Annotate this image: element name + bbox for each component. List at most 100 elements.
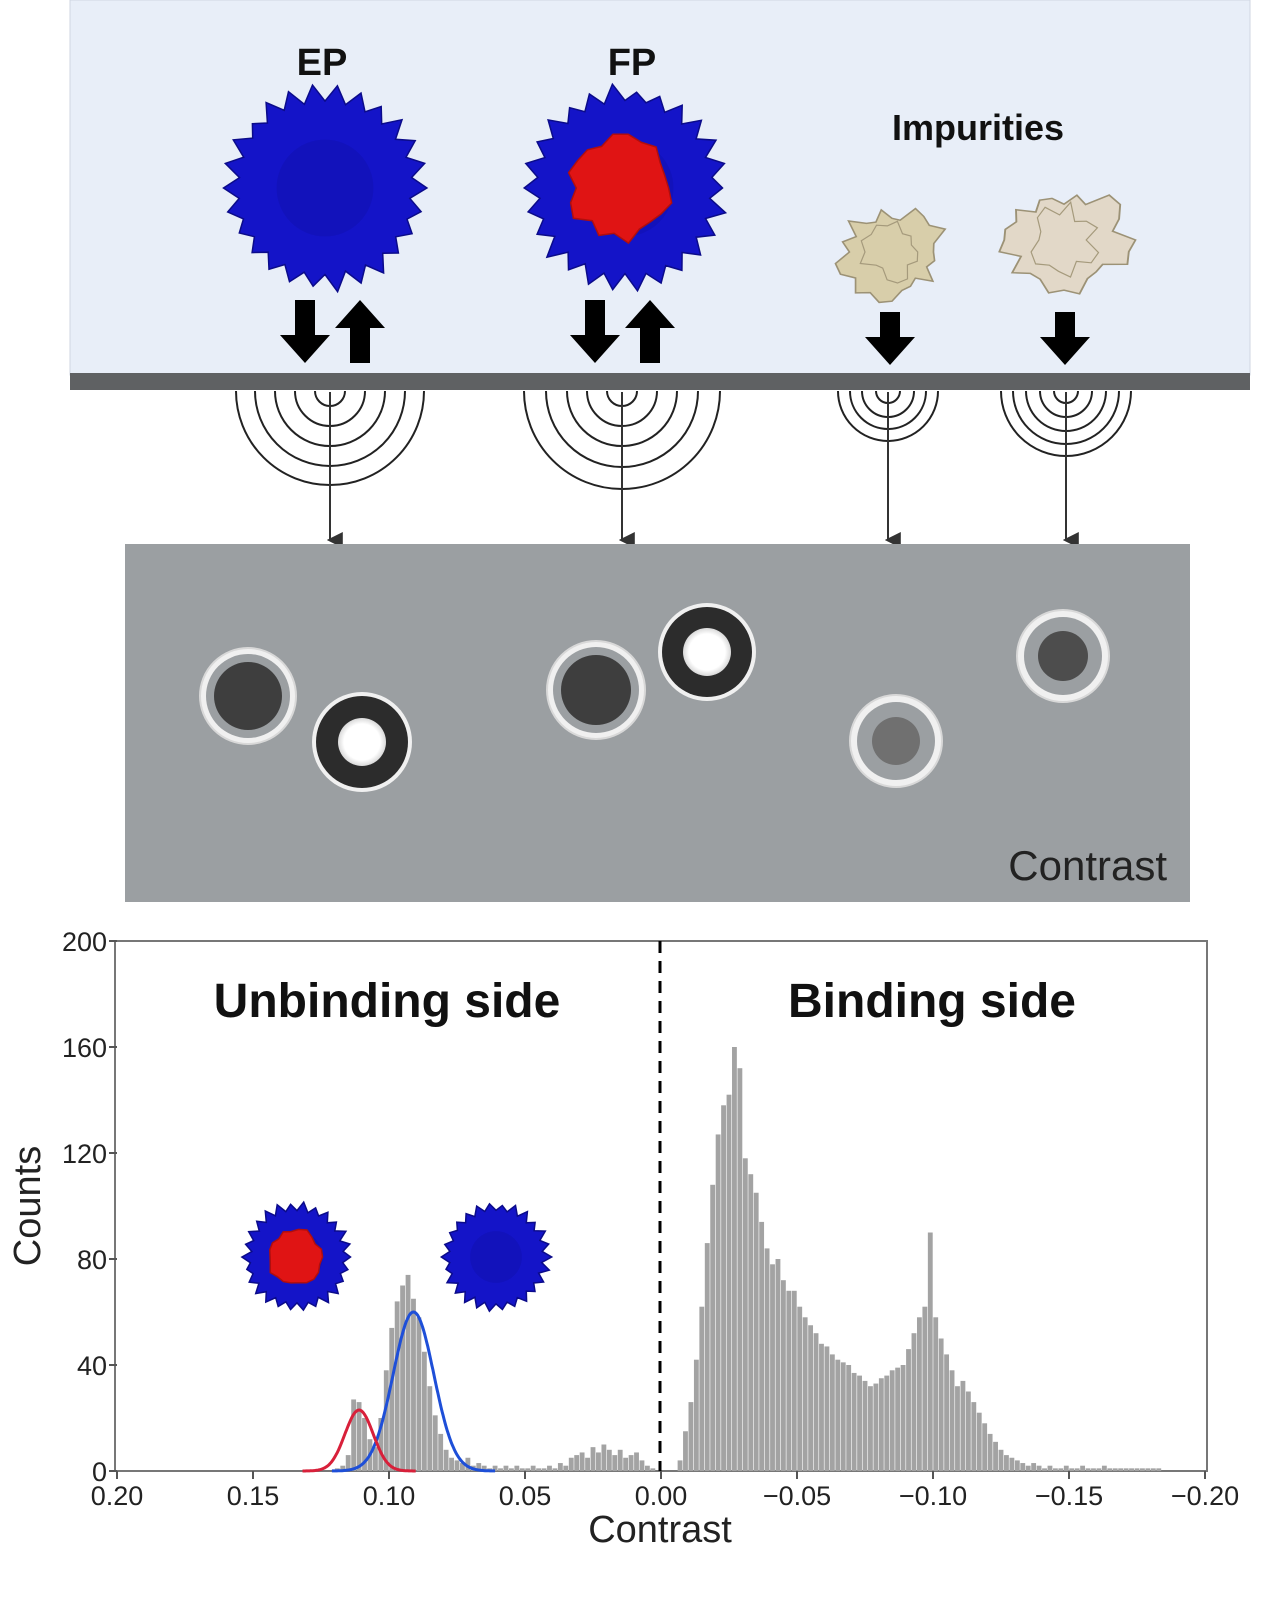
histogram-bar — [906, 1349, 911, 1471]
histogram-bar — [454, 1460, 460, 1471]
histogram-bar — [884, 1375, 890, 1471]
histogram-bar — [1123, 1468, 1129, 1471]
binding-spot — [199, 647, 297, 745]
histogram-bar — [960, 1380, 966, 1471]
histogram-bar — [895, 1367, 901, 1471]
histogram-bar — [862, 1380, 868, 1471]
impurity-2-down-arrow-icon — [1040, 312, 1090, 365]
histogram-bar — [383, 1370, 389, 1471]
histogram-bar — [400, 1285, 406, 1471]
histogram-bar — [1107, 1468, 1113, 1471]
impurity-protein-icon — [834, 207, 947, 304]
histogram-bar — [449, 1457, 454, 1471]
histogram-bar — [1074, 1468, 1080, 1471]
histogram-bar — [617, 1449, 623, 1471]
histogram-bar — [1069, 1468, 1075, 1471]
histogram-bar — [351, 1399, 357, 1471]
histogram-bar — [1031, 1463, 1037, 1471]
histogram-bar — [873, 1383, 879, 1471]
histogram-bar — [612, 1455, 618, 1471]
histogram-bar — [976, 1412, 982, 1471]
histogram-bar — [596, 1452, 601, 1471]
histogram-bar — [677, 1460, 683, 1471]
histogram-bar — [465, 1457, 471, 1471]
histogram-bar — [688, 1402, 694, 1471]
histogram-bar — [846, 1365, 852, 1471]
fp-particle-icon — [240, 1200, 352, 1312]
histogram-bar — [971, 1402, 977, 1471]
histogram-bar — [340, 1465, 346, 1471]
gaussian-fit-curve — [331, 1310, 496, 1473]
y-tick-label: 160 — [62, 1033, 107, 1063]
histogram-bar — [1156, 1468, 1162, 1471]
histogram-bar — [362, 1418, 367, 1471]
histogram-bar — [927, 1232, 933, 1471]
histogram-bar — [481, 1465, 487, 1471]
histogram-bar — [634, 1452, 639, 1471]
histogram-bar — [693, 1359, 699, 1471]
histogram-bar — [764, 1248, 770, 1471]
histogram-bar — [704, 1243, 710, 1471]
x-tick-label: 0.10 — [363, 1481, 416, 1511]
histogram-bar — [780, 1280, 786, 1471]
binding-side-label: Binding side — [788, 975, 1076, 1028]
histogram-bar — [1145, 1468, 1151, 1471]
histogram-bar — [742, 1158, 748, 1471]
histogram-bar — [808, 1325, 814, 1471]
histogram-bar — [601, 1444, 607, 1471]
histogram-bar — [443, 1449, 449, 1471]
histogram-bar — [1118, 1468, 1124, 1471]
histogram-bar — [356, 1402, 362, 1471]
histogram-bar — [579, 1452, 585, 1471]
contrast-image-panel: Contrast — [125, 544, 1190, 902]
histogram-bar — [1134, 1468, 1140, 1471]
histogram-bar — [965, 1391, 971, 1471]
histogram-bar — [813, 1333, 819, 1471]
histogram-bar — [1096, 1468, 1102, 1471]
y-tick-label: 120 — [62, 1139, 107, 1169]
ep-label: EP — [297, 42, 348, 84]
x-tick-label: −0.10 — [899, 1481, 967, 1511]
histogram-bar — [829, 1354, 835, 1471]
histogram-bar — [460, 1463, 465, 1471]
histogram-bar — [378, 1418, 384, 1471]
histogram-bar — [1140, 1468, 1145, 1471]
histogram-bar — [416, 1317, 422, 1471]
histogram-bar — [840, 1362, 846, 1471]
histogram-bar — [851, 1372, 857, 1471]
histogram-bar — [944, 1354, 950, 1471]
histogram-bar — [568, 1457, 574, 1471]
histogram-bar — [911, 1333, 917, 1471]
y-tick-label: 200 — [62, 927, 107, 957]
ep-particle-icon — [439, 1202, 554, 1313]
y-tick-label: 40 — [77, 1351, 107, 1381]
fp-label: FP — [608, 42, 657, 84]
histogram-bar — [949, 1370, 955, 1471]
histogram-bar — [411, 1298, 416, 1471]
ep-particle-icon — [222, 83, 429, 294]
histogram-bar — [563, 1465, 569, 1471]
histogram-bar — [710, 1184, 716, 1471]
histogram-bar — [552, 1468, 558, 1471]
histogram-bar — [737, 1068, 743, 1471]
histogram-bar — [639, 1460, 645, 1471]
histogram-bar — [1058, 1468, 1064, 1471]
histogram-bar — [770, 1264, 775, 1471]
histogram-bar — [721, 1105, 726, 1471]
histogram-bar — [1047, 1465, 1053, 1471]
histogram-bar — [878, 1378, 884, 1471]
x-tick-label: −0.05 — [763, 1481, 831, 1511]
histogram-bar — [802, 1317, 808, 1471]
histogram-bar — [623, 1457, 629, 1471]
histogram-bar — [955, 1386, 960, 1471]
histogram-bar — [699, 1306, 705, 1471]
y-tick-label: 0 — [92, 1457, 107, 1487]
histogram-bar — [574, 1455, 580, 1471]
x-tick-label: 0.15 — [227, 1481, 280, 1511]
x-tick-label: −0.20 — [1171, 1481, 1239, 1511]
histogram-bar — [498, 1468, 503, 1471]
scattering-waves — [235, 390, 1132, 548]
histogram-bar — [982, 1423, 988, 1471]
glass-surface — [70, 373, 1250, 390]
